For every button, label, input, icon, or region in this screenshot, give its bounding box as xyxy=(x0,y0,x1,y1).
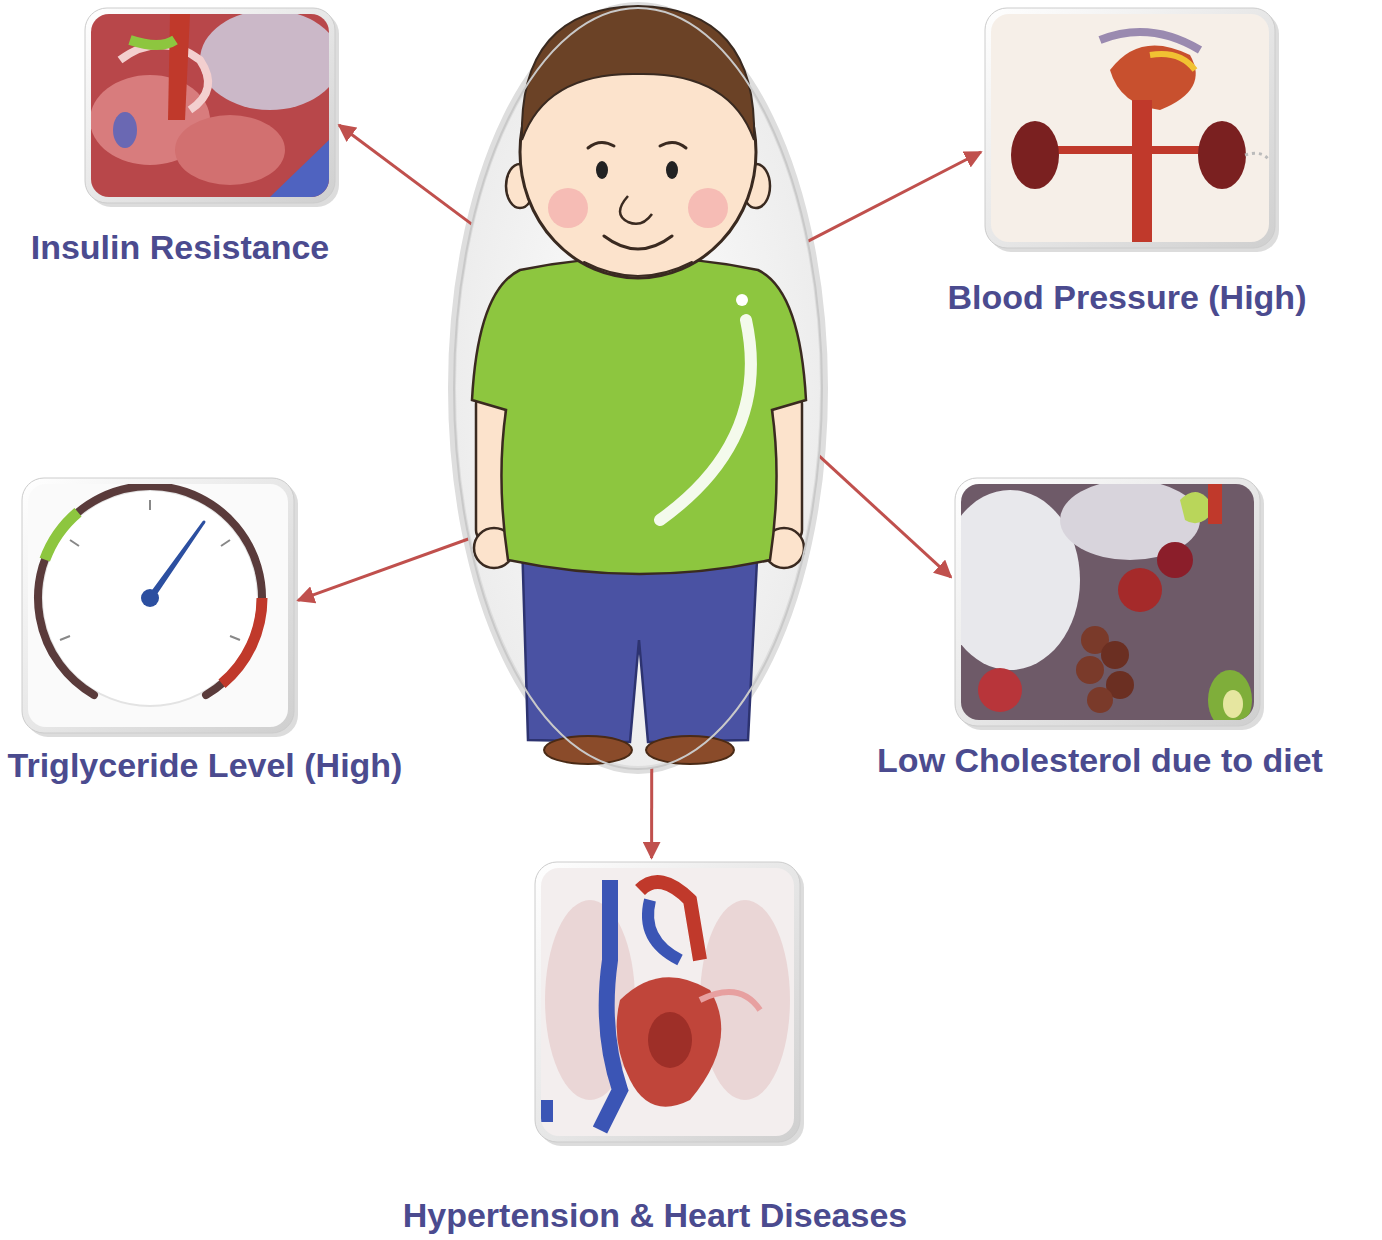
arrow-connector xyxy=(339,125,472,224)
heart-tile-part-part xyxy=(700,992,760,1010)
condition-tile: Hypertension & Heart Diseases xyxy=(399,858,912,1240)
person-figure-part xyxy=(596,161,608,179)
condition-tile: Triglyceride Level (High) xyxy=(4,474,407,800)
tissue-tile-part-part xyxy=(175,115,285,185)
tile-caption: Triglyceride Level (High) xyxy=(8,734,403,796)
tile-frame xyxy=(85,8,335,203)
arrow-connector xyxy=(819,456,951,577)
heart-tile-part xyxy=(535,862,800,1142)
food-tile-part-part xyxy=(1101,641,1129,669)
condition-tile: Low Cholesterol due to diet xyxy=(873,474,1327,795)
kidney-tile-part-part xyxy=(991,14,1269,242)
food-tile-part-part xyxy=(1208,670,1252,720)
kidney-tile-part-part xyxy=(1011,121,1059,189)
person-figure-part xyxy=(588,142,614,148)
oval-outline xyxy=(448,2,828,775)
tissue-tile-part-part xyxy=(130,40,175,45)
person-figure xyxy=(452,6,824,770)
heart-tile-part-part xyxy=(541,1100,553,1122)
person-figure-part xyxy=(688,188,728,228)
kidney-tile xyxy=(985,8,1279,252)
heart-tile-part xyxy=(541,868,794,1136)
gauge-tile-part-part xyxy=(45,512,78,560)
person-figure-part xyxy=(544,736,632,764)
tissue-tile xyxy=(85,8,340,207)
kidney-tile-part-part xyxy=(1198,121,1246,189)
kidney-tile-part-part xyxy=(1245,153,1269,160)
gauge-tile-part xyxy=(22,478,294,733)
condition-tile: Insulin Resistance xyxy=(27,4,339,282)
kidney-tile-part xyxy=(985,8,1275,248)
person-figure-part xyxy=(522,6,754,140)
person-figure-part xyxy=(660,320,751,520)
heart-tile-part-part xyxy=(648,1012,692,1068)
person-figure-part xyxy=(604,236,672,249)
food-tile-part-part xyxy=(1223,690,1243,718)
food-tile-part-part xyxy=(1157,542,1193,578)
food-tile-part-part xyxy=(978,668,1022,712)
kidney-tile-part-part xyxy=(1152,146,1205,154)
heart-tile-part-part xyxy=(541,868,794,1136)
gauge-tile-part-part xyxy=(222,598,262,684)
tissue-tile-part-part xyxy=(270,140,329,197)
gauge-tile-part-part xyxy=(38,486,262,695)
tissue-tile-part-part xyxy=(113,112,137,148)
food-tile-part-part xyxy=(1076,656,1104,684)
tile-frame xyxy=(985,8,1275,248)
kidney-tile-part-part xyxy=(1150,54,1195,70)
heart-tile-part-part xyxy=(648,900,680,960)
person-figure-part xyxy=(646,736,734,764)
heart-tile xyxy=(535,862,804,1146)
tissue-tile-part xyxy=(91,14,329,197)
tile-frame xyxy=(955,478,1260,726)
person-figure-part xyxy=(620,196,652,224)
arrow-connector xyxy=(298,539,469,601)
tile-frame xyxy=(22,478,294,733)
tile-frame xyxy=(535,862,800,1142)
condition-tile: Blood Pressure (High) xyxy=(944,4,1311,332)
kidney-tile-part xyxy=(991,14,1269,242)
food-tile-part xyxy=(961,484,1254,720)
food-tile xyxy=(940,478,1264,730)
arrow-connector xyxy=(650,768,653,858)
tissue-tile-part-part xyxy=(168,14,190,120)
oval-outline xyxy=(454,8,822,769)
gauge-tile-part xyxy=(28,484,288,727)
person-figure-part xyxy=(660,142,686,148)
gauge-tile-part-part xyxy=(60,500,240,640)
gauge-tile-part-part xyxy=(28,484,288,727)
tissue-tile-part-part xyxy=(120,45,208,110)
person-figure-part xyxy=(666,161,678,179)
food-tile-part-part xyxy=(1118,568,1162,612)
heart-tile-part xyxy=(539,866,804,1146)
kidney-tile-part-part xyxy=(1055,146,1132,154)
kidney-tile-part-part xyxy=(1110,45,1196,110)
person-figure-part xyxy=(736,294,748,306)
person-figure-part xyxy=(472,258,806,575)
food-tile-part-part xyxy=(1208,484,1222,524)
heart-tile-part-part xyxy=(640,882,700,960)
kidney-tile-part-part xyxy=(1132,100,1152,242)
person-figure-part xyxy=(452,6,824,770)
gauge-tile xyxy=(22,478,298,737)
gauge-tile-part xyxy=(26,482,298,737)
person-figure-part xyxy=(584,262,692,276)
kidney-tile-part xyxy=(989,12,1279,252)
person-figure-part xyxy=(548,188,588,228)
tile-caption: Blood Pressure (High) xyxy=(948,266,1307,328)
figure-oval xyxy=(448,2,828,775)
arrow-connector xyxy=(808,152,981,241)
tile-caption: Hypertension & Heart Diseases xyxy=(403,1184,908,1240)
tile-caption: Insulin Resistance xyxy=(31,216,330,278)
heart-tile-part-part xyxy=(600,880,620,1130)
gauge-tile-part-part xyxy=(141,589,159,607)
gauge-tile-part-part xyxy=(146,522,204,601)
tissue-tile-part-part xyxy=(200,14,329,110)
tile-caption: Low Cholesterol due to diet xyxy=(877,729,1323,791)
food-tile-part-part xyxy=(1087,687,1113,713)
